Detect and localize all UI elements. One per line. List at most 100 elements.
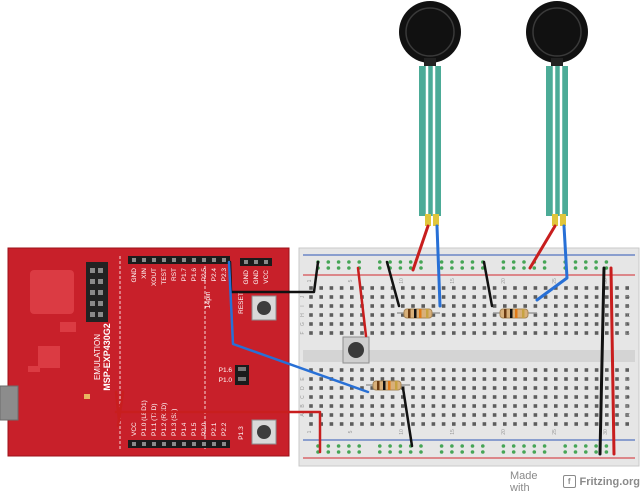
breadboard-hole [370,304,374,308]
rail-hole [460,260,464,264]
breadboard-hole [483,313,487,317]
breadboard-hole [319,295,323,299]
rail-hole [378,266,382,270]
breadboard-hole [472,422,476,426]
breadboard-hole [544,422,548,426]
column-number: 10 [399,278,405,284]
fritzing-logo-icon: f [563,475,576,488]
bottom-pin-label: P1.2 (RXD) [161,403,168,436]
breadboard-hole [309,377,313,381]
breadboard-hole [411,395,415,399]
breadboard-hole [411,322,415,326]
breadboard-hole [564,286,568,290]
breadboard-hole [381,295,385,299]
breadboard-hole [350,286,354,290]
breadboard-hole [350,313,354,317]
pushbutton[interactable] [343,337,369,363]
breadboard-hole [615,286,619,290]
breadboard-hole [340,295,344,299]
rail-hole [357,444,361,448]
breadboard-hole [483,395,487,399]
breadboard-hole [381,422,385,426]
sensor-lead [433,214,439,226]
rail-hole [594,450,598,454]
breadboard-hole [319,304,323,308]
breadboard-hole [421,413,425,417]
breadboard-hole [340,404,344,408]
fritzing-watermark: Made with f Fritzing.org [510,474,640,489]
breadboard-hole [462,304,466,308]
breadboard-hole [381,286,385,290]
breadboard-hole [585,322,589,326]
header-pin [98,301,103,306]
breadboard-hole [595,331,599,335]
breadboard-hole [381,413,385,417]
rail-hole [347,450,351,454]
breadboard-hole [615,368,619,372]
breadboard-hole [554,404,558,408]
rail-hole [512,266,516,270]
resistor-band [419,309,422,318]
column-number: 20 [501,429,507,435]
breadboard-hole [391,377,395,381]
breadboard-hole [574,404,578,408]
breadboard-hole [625,368,629,372]
breadboard-hole [421,322,425,326]
breadboard-hole [309,422,313,426]
rail-hole [512,450,516,454]
pin-square [132,258,136,262]
breadboard-hole [462,295,466,299]
breadboard-hole [585,304,589,308]
row-letter: G [626,322,632,326]
breadboard-hole [625,422,629,426]
rail-hole [594,260,598,264]
rail-hole [563,450,567,454]
breadboard-hole [462,286,466,290]
reset-button-cap[interactable] [257,301,271,315]
header-pin [90,312,95,317]
breadboard-hole [513,386,517,390]
sensor-pad [526,1,588,63]
breadboard-hole [462,322,466,326]
breadboard-hole [432,368,436,372]
breadboard-hole [330,304,334,308]
breadboard-hole [523,377,527,381]
breadboard-hole [605,286,609,290]
breadboard-hole [605,413,609,417]
breadboard-hole [585,331,589,335]
top-pin-label: TEST [161,268,168,285]
breadboard-hole [554,413,558,417]
breadboard-hole [595,304,599,308]
header-pin [98,312,103,317]
rail-hole [471,266,475,270]
breadboard-hole [585,295,589,299]
breadboard-hole [432,395,436,399]
breadboard-hole [340,422,344,426]
pushbutton-cap[interactable] [348,342,364,358]
rail-hole [440,450,444,454]
breadboard-hole [483,304,487,308]
user-button-cap[interactable] [257,425,271,439]
pin-square [182,442,186,446]
rail-hole [543,444,547,448]
resistor-band [395,381,398,390]
breadboard-hole [585,413,589,417]
breadboard-hole [493,413,497,417]
breadboard-hole [340,413,344,417]
rail-hole [471,450,475,454]
breadboard-hole [615,377,619,381]
rail-hole [419,444,423,448]
breadboard-hole [554,304,558,308]
breadboard-hole [564,395,568,399]
breadboard-hole [401,286,405,290]
breadboard-hole [523,413,527,417]
breadboard-hole [595,395,599,399]
rail-hole [522,444,526,448]
rail-hole [533,450,537,454]
breadboard-hole [340,368,344,372]
breadboard-hole [391,313,395,317]
rail-hole [450,450,454,454]
breadboard-hole [350,422,354,426]
breadboard-hole [534,377,538,381]
breadboard-hole [421,304,425,308]
